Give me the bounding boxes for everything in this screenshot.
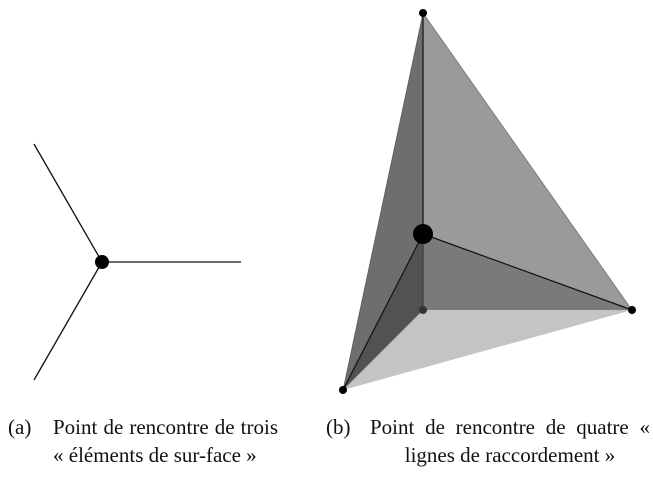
connecting-line-lower-left	[342, 233, 424, 391]
caption-b: (b) Point de rencontre de quatre « ligne…	[326, 413, 651, 473]
subfigure-b-diagram	[339, 9, 636, 394]
vertex-bottom-left	[339, 386, 347, 394]
edge-upper-left	[33, 143, 103, 263]
caption-a: (a) Point de rencontre de trois « élémen…	[8, 413, 278, 499]
vertex-right	[628, 306, 636, 314]
junction-point-large	[413, 224, 433, 244]
caption-b-text: Point de rencontre de quatre « lignes de…	[370, 415, 650, 467]
caption-a-text: Point de rencontre de trois « éléments d…	[53, 415, 278, 467]
caption-a-label: (a)	[8, 415, 32, 439]
junction-point	[95, 255, 109, 269]
caption-b-label: (b)	[326, 415, 351, 439]
edge-top-to-bottom-left	[342, 12, 424, 391]
face-bottom	[343, 310, 632, 390]
edge-top-to-right	[422, 12, 633, 311]
vertex-top	[419, 9, 427, 17]
edge-lower-left	[33, 261, 103, 381]
connecting-line-right	[422, 233, 633, 311]
vertex-back	[419, 306, 427, 314]
subfigure-a-diagram	[33, 143, 241, 381]
